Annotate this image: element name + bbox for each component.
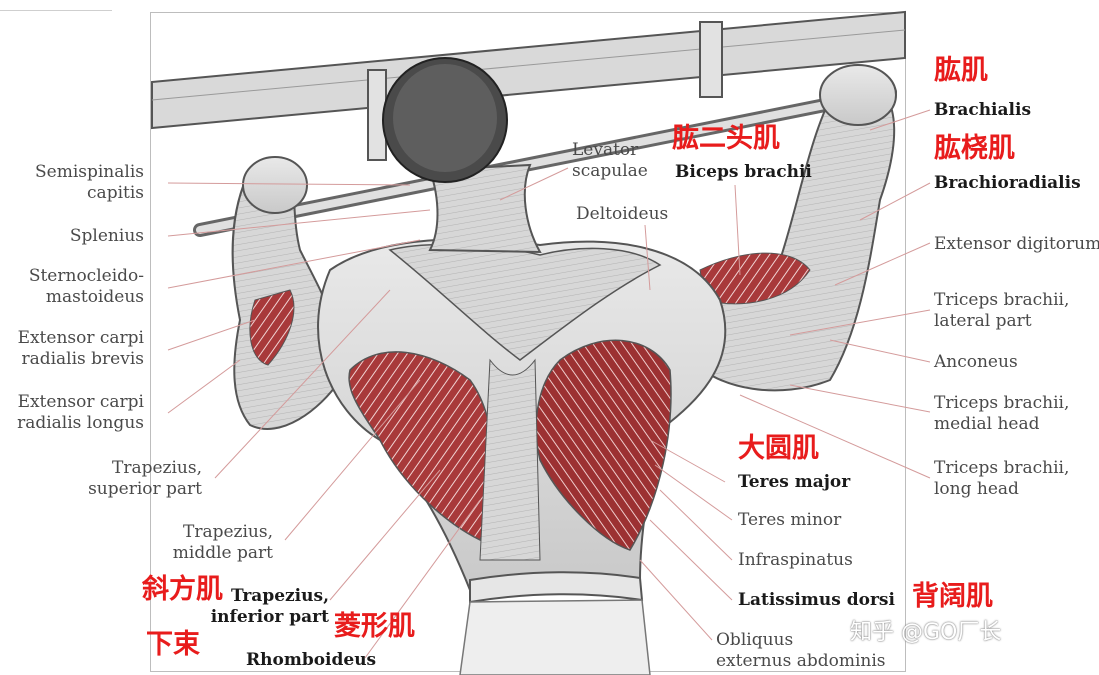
watermark: 知乎 @GO厂长 xyxy=(850,620,1002,645)
label-deltoideus: Deltoideus xyxy=(576,204,669,224)
label-latissimus-dorsi: Latissimus dorsi xyxy=(738,590,895,610)
right-fist xyxy=(819,64,897,126)
label-brachioradialis: Brachioradialis xyxy=(934,173,1081,193)
label-extensor-digitorum: Extensor digitorum xyxy=(934,234,1099,254)
zh-label-trapezius-inferior-2: 下束 xyxy=(146,629,200,660)
label-biceps-brachii: Biceps brachii xyxy=(675,162,812,182)
zh-label-latissimus: 背阔肌 xyxy=(912,581,993,612)
label-rhomboideus: Rhomboideus xyxy=(246,650,377,670)
label-sternocleidomastoideus: Sternocleido-mastoideus xyxy=(28,266,144,307)
top-divider-line xyxy=(0,10,112,11)
label-teres-minor: Teres minor xyxy=(738,510,842,530)
label-trapezius-inferior: Trapezius,inferior part xyxy=(210,586,329,627)
zh-label-trapezius-inferior-1: 斜方肌 xyxy=(142,574,223,605)
zh-label-biceps: 肱二头肌 xyxy=(672,123,780,154)
label-teres-major: Teres major xyxy=(738,472,851,492)
label-splenius: Splenius xyxy=(69,226,144,246)
zh-label-teres-major: 大圆肌 xyxy=(738,433,819,464)
label-anconeus: Anconeus xyxy=(934,352,1018,372)
zh-label-brachialis: 肱肌 xyxy=(934,55,988,86)
label-brachialis: Brachialis xyxy=(934,100,1032,120)
leader-lines xyxy=(167,109,931,659)
label-triceps-long: Triceps brachii,long head xyxy=(934,458,1070,499)
right-arm xyxy=(688,77,896,392)
zh-label-rhomboideus: 菱形肌 xyxy=(334,611,415,642)
label-infraspinatus: Infraspinatus xyxy=(738,550,853,570)
waistband xyxy=(469,571,644,604)
label-trapezius-superior: Trapezius,superior part xyxy=(88,458,202,499)
label-triceps-medial: Triceps brachii,medial head xyxy=(934,393,1070,434)
label-triceps-lateral: Triceps brachii,lateral part xyxy=(934,290,1070,331)
label-trapezius-middle: Trapezius,middle part xyxy=(172,522,273,563)
neck xyxy=(428,163,542,254)
zh-label-brachioradialis: 肱桡肌 xyxy=(934,133,1015,164)
bar-bracket-right xyxy=(699,21,723,98)
left-fist xyxy=(242,156,308,214)
